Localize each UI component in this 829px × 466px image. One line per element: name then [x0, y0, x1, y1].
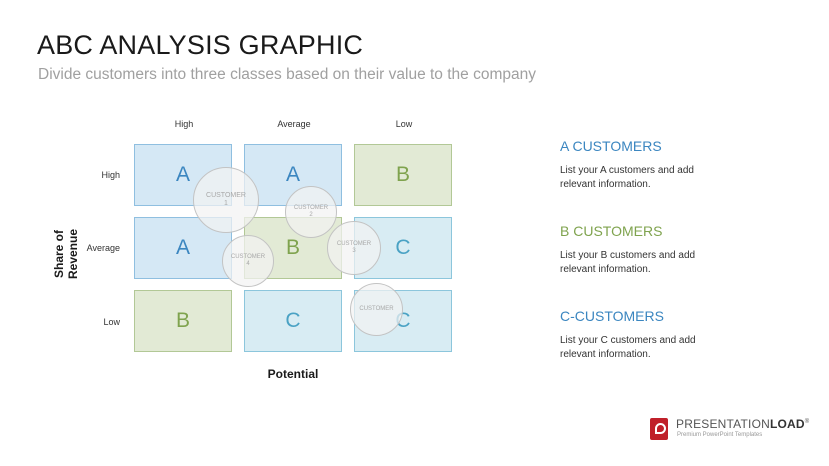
customer-bubble-2: CUSTOMER 2	[285, 186, 337, 238]
legend-text-b: List your B customers and add relevant i…	[560, 250, 696, 275]
row-header-average: Average	[86, 243, 120, 253]
cell-low-average: C	[244, 290, 342, 352]
cell-high-low: B	[354, 144, 452, 206]
y-axis-label: Share of Revenue	[52, 228, 80, 280]
customer-label: CUSTOMER	[293, 205, 329, 212]
legend-text-c: List your C customers and add relevant i…	[560, 335, 696, 360]
legend-heading-b: B CUSTOMERS	[560, 223, 663, 239]
customer-number: 4	[246, 261, 250, 267]
customer-label: CUSTOMER	[336, 241, 372, 248]
logo-name-bold: LOAD	[769, 417, 805, 431]
x-axis-label: Potential	[267, 367, 319, 381]
column-header-average: Average	[277, 119, 311, 129]
column-header-low: Low	[395, 119, 413, 129]
customer-number: 2	[309, 212, 313, 218]
logo-tagline: Premium PowerPoint Templates	[677, 432, 763, 438]
row-header-high: High	[101, 170, 120, 180]
customer-bubble-4: CUSTOMER 4	[222, 235, 274, 287]
customer-number: 1	[224, 200, 228, 207]
customer-label: CUSTOMER	[359, 306, 394, 313]
customer-label: CUSTOMER	[206, 191, 246, 199]
legend-text-a: List your A customers and add relevant i…	[560, 165, 694, 190]
legend-heading-a: A CUSTOMERS	[560, 138, 662, 154]
column-header-high: High	[174, 119, 194, 129]
customer-bubble-5: CUSTOMER	[350, 283, 403, 336]
cell-low-high: B	[134, 290, 232, 352]
legend-heading-c: C-CUSTOMERS	[560, 308, 664, 324]
logo-registered: ®	[804, 419, 810, 425]
page-title: ABC ANALYSIS GRAPHIC	[37, 30, 364, 60]
customer-number: 3	[352, 248, 356, 254]
logo-name-light: PRESENTATION	[676, 417, 770, 431]
page-subtitle: Divide customers into three classes base…	[38, 66, 536, 83]
presentationload-logo-icon	[650, 418, 668, 440]
customer-bubble-3: CUSTOMER 3	[327, 221, 381, 275]
customer-label: CUSTOMER	[230, 254, 266, 261]
row-header-low: Low	[103, 317, 120, 327]
logo-wordmark: PRESENTATIONLOAD®	[676, 417, 809, 431]
customer-bubble-1: CUSTOMER 1	[193, 167, 259, 233]
